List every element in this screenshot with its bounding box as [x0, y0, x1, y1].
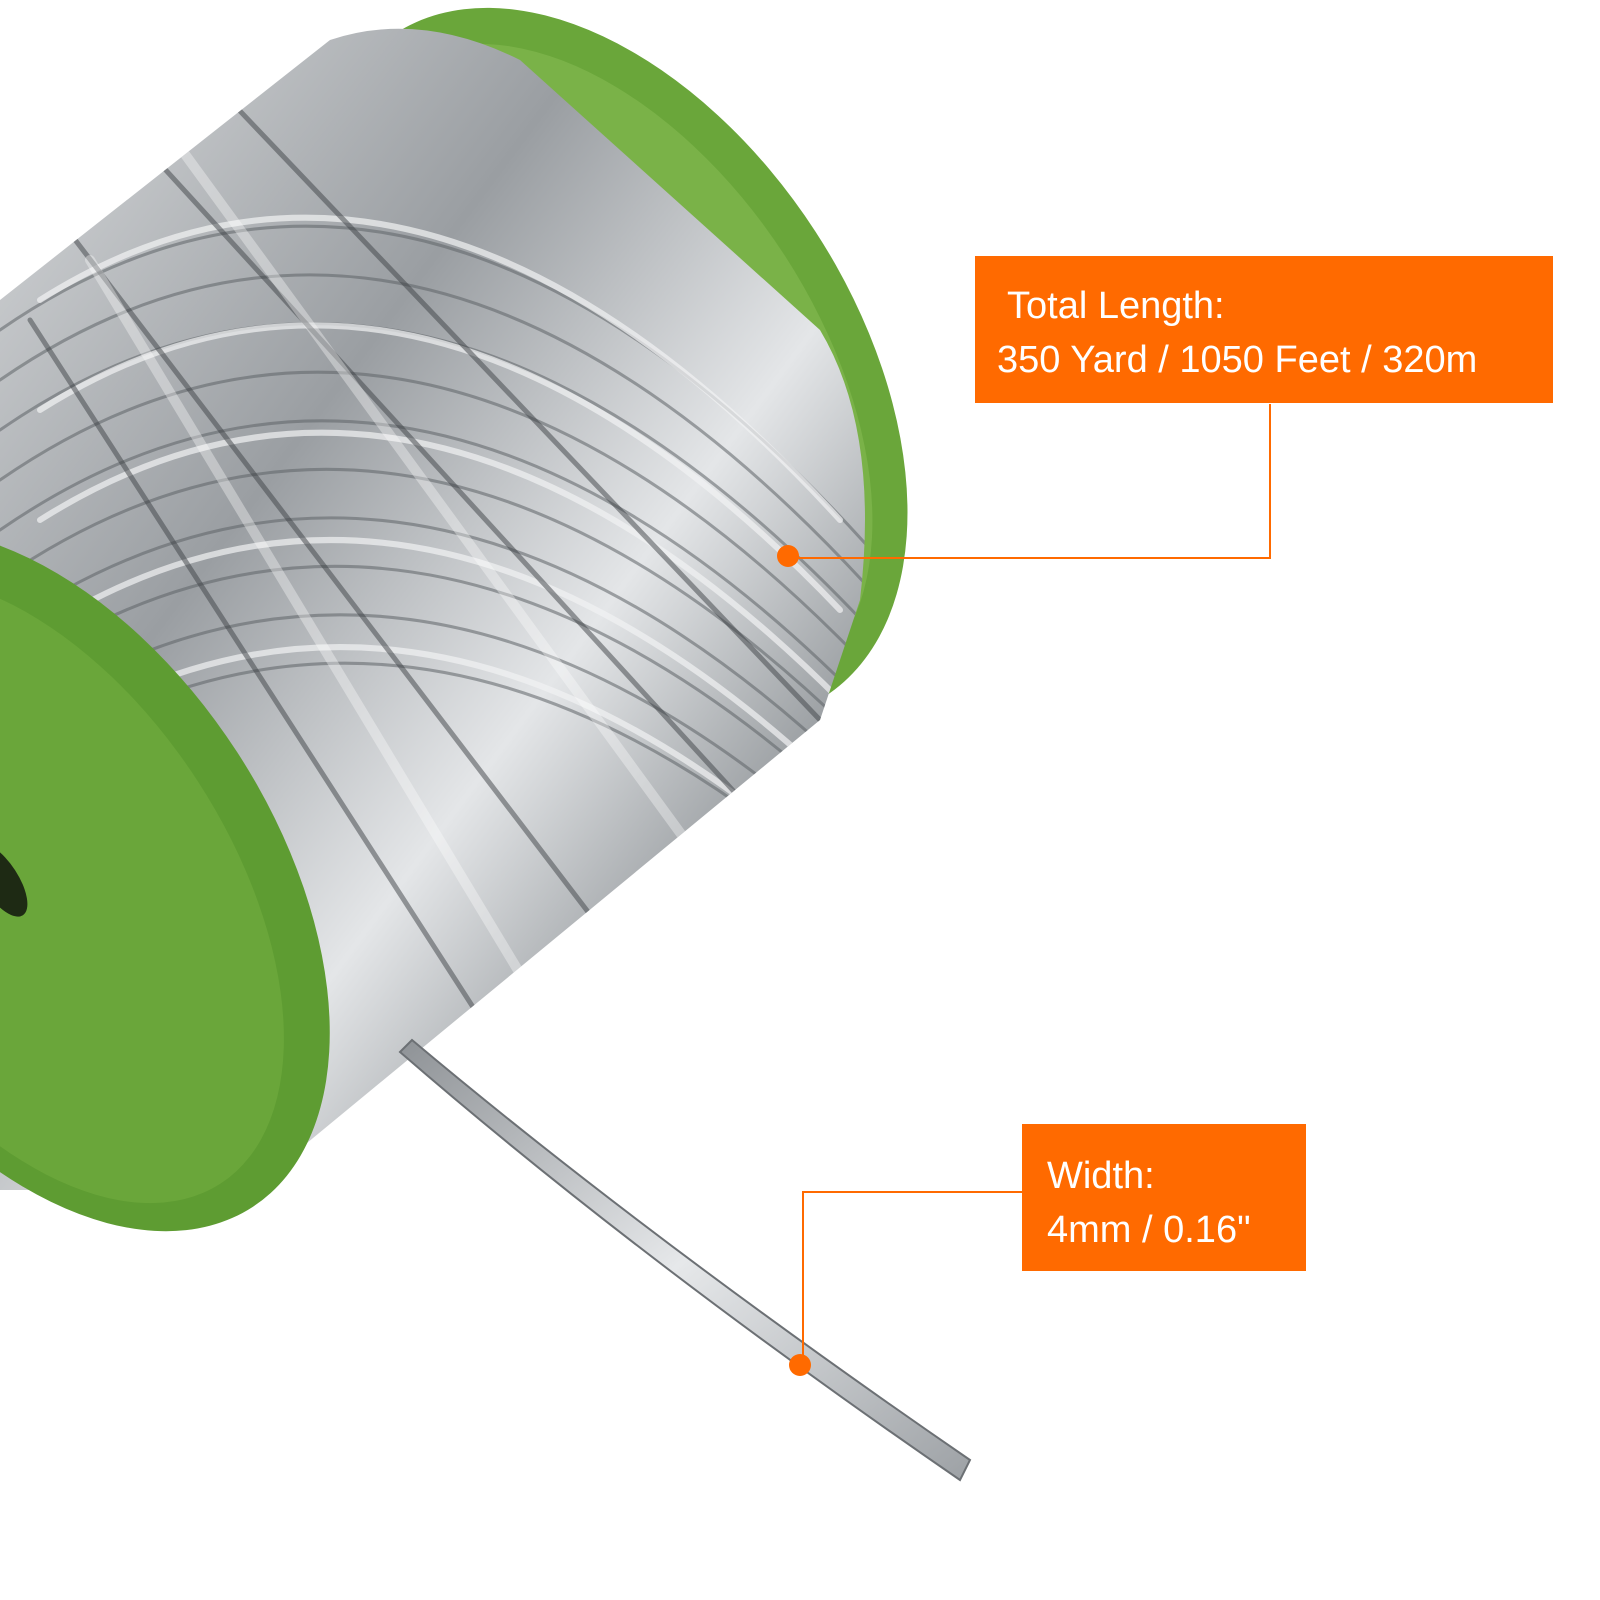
length-callout-box — [975, 256, 1553, 403]
length-callout-value: 350 Yard / 1050 Feet / 320m — [997, 339, 1478, 381]
width-leader — [802, 1191, 1025, 1363]
width-callout: Width: 4mm / 0.16" — [1025, 1127, 1311, 1274]
length-marker-dot — [777, 545, 799, 567]
loose-ribbon-strand — [398, 1038, 972, 1482]
length-leader — [788, 404, 1271, 559]
width-marker-dot — [789, 1354, 811, 1376]
width-callout-title: Width: — [1047, 1155, 1155, 1197]
width-callout-value: 4mm / 0.16" — [1047, 1209, 1251, 1251]
length-callout: Total Length: 350 Yard / 1050 Feet / 320… — [979, 257, 1561, 404]
length-callout-title: Total Length: — [1007, 285, 1225, 327]
spool-front-flange — [0, 528, 330, 1232]
width-callout-box — [1022, 1124, 1306, 1271]
